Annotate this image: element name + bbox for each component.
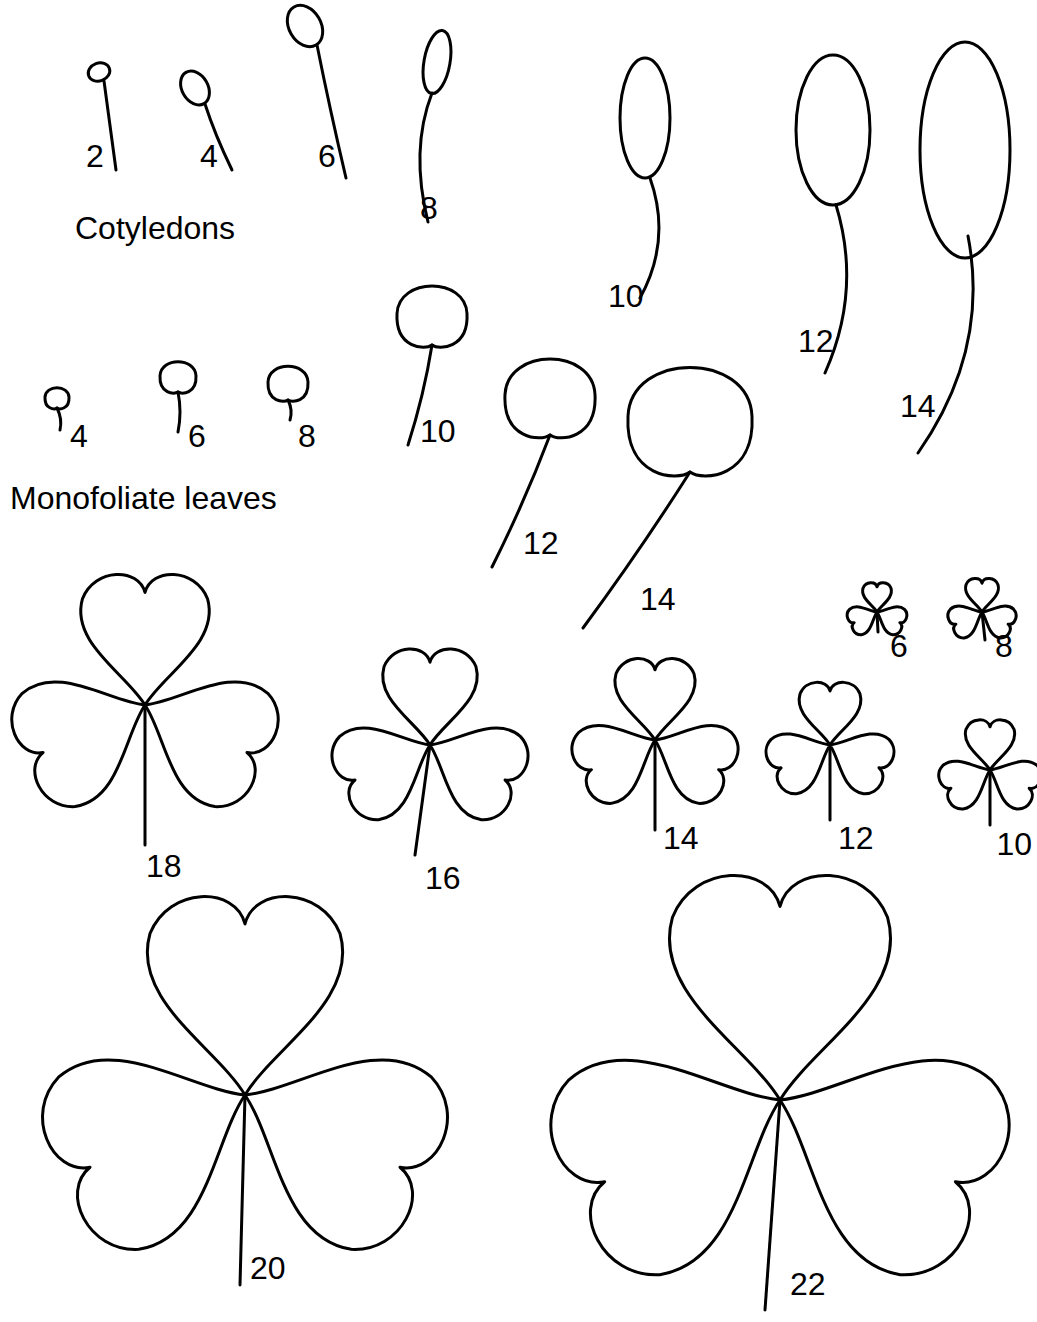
cotyledon-stalk [317, 45, 346, 178]
cotyledon [796, 55, 870, 205]
day-number: 12 [838, 822, 874, 854]
monofoliate-leaf [397, 286, 467, 347]
petiole [415, 745, 430, 855]
trifoliate-leaf [24, 897, 466, 1268]
trifoliate-leaf [934, 720, 1037, 814]
day-number: 6 [318, 140, 336, 172]
day-number: 10 [420, 415, 456, 447]
day-number: 8 [420, 192, 438, 224]
cotyledon [920, 42, 1010, 258]
leaflet [966, 579, 999, 612]
cotyledon-stalk [104, 81, 116, 170]
day-number: 14 [900, 390, 936, 422]
leaflet [799, 682, 861, 745]
day-number: 6 [188, 420, 206, 452]
leaflet [945, 597, 989, 641]
leaflet [965, 720, 1014, 770]
cotyledon [280, 0, 330, 53]
leaflet [530, 1000, 827, 1295]
monofoliate-leaf [268, 366, 308, 401]
day-number: 14 [640, 583, 676, 615]
leaflet [323, 702, 450, 828]
leaflet [844, 599, 883, 637]
leaflet [410, 702, 537, 828]
day-number: 22 [790, 1268, 826, 1300]
day-number: 8 [298, 420, 316, 452]
day-number: 4 [200, 140, 218, 172]
leaflet [24, 1006, 286, 1267]
leaflet [147, 897, 342, 1095]
day-number: 12 [523, 527, 559, 559]
petiole [654, 740, 657, 830]
petiole [829, 745, 832, 820]
group-label: Cotyledons [75, 212, 235, 244]
petiole [982, 612, 985, 640]
day-number: 8 [995, 630, 1013, 662]
cotyledon [175, 66, 216, 110]
day-number: 16 [425, 862, 461, 894]
day-number: 12 [798, 325, 834, 357]
day-number: 10 [608, 280, 644, 312]
monofoliate-leaf [505, 359, 595, 438]
day-number: 4 [70, 420, 88, 452]
leaflet [81, 574, 210, 705]
petiole [989, 770, 992, 825]
cotyledon [419, 28, 456, 96]
petiole [178, 392, 180, 432]
day-number: 20 [250, 1252, 286, 1284]
petiole [765, 1100, 780, 1310]
leaflet [980, 748, 1037, 814]
day-number: 6 [890, 630, 908, 662]
petiole [877, 612, 878, 632]
trifoliate-leaf [323, 649, 537, 829]
petiole [240, 1095, 245, 1285]
cotyledon [86, 60, 113, 84]
petiole [288, 400, 291, 420]
group-label: Monofoliate leaves [10, 482, 277, 514]
leaflet [383, 649, 478, 745]
day-number: 10 [996, 828, 1032, 860]
monofoliate-leaf [160, 362, 196, 394]
petiole [57, 408, 61, 430]
petiole [583, 472, 690, 628]
leaflet [615, 659, 695, 740]
day-number: 18 [146, 850, 182, 882]
cotyledon [620, 58, 670, 178]
monofoliate-leaf [45, 388, 69, 409]
petiole [144, 705, 147, 845]
leaflet [669, 875, 890, 1100]
monofoliate-leaf [628, 367, 752, 476]
trifoliate-leaf [530, 875, 1030, 1295]
day-number: 2 [86, 140, 104, 172]
day-number: 14 [663, 822, 699, 854]
